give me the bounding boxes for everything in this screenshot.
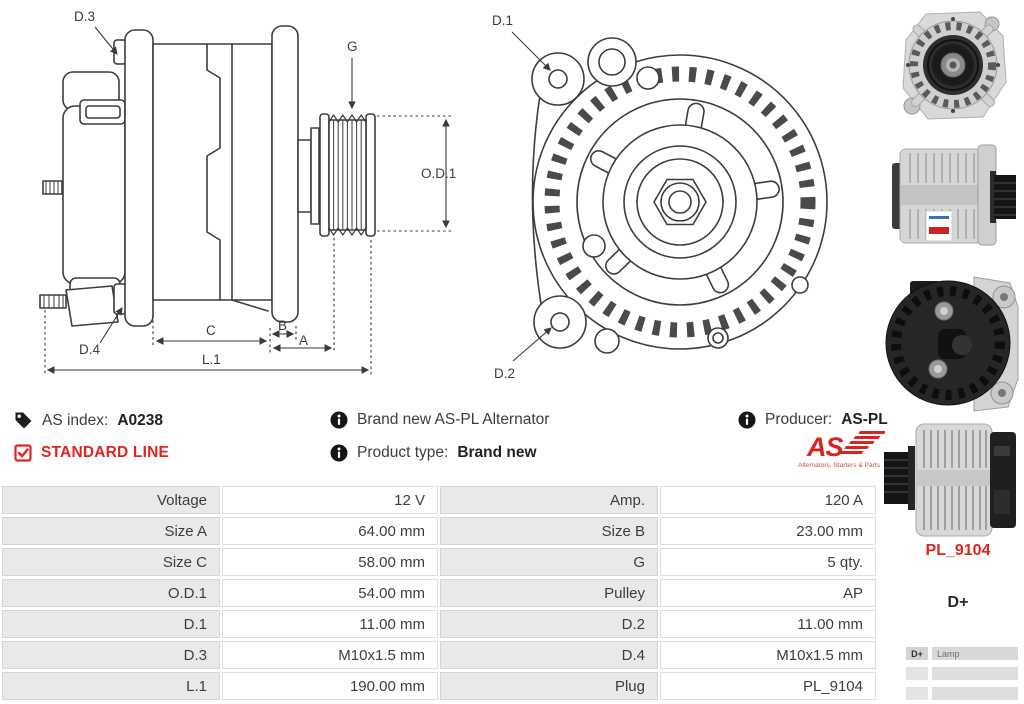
spec-table-wrap: Voltage 12 V Amp. 120 A Size A 64.00 mm … bbox=[0, 483, 878, 703]
spec-value-cell: 5 qty. bbox=[660, 548, 876, 576]
dim-label-d2: D.2 bbox=[494, 366, 515, 381]
side-view-drawing bbox=[39, 25, 376, 327]
standard-line-row: STANDARD LINE bbox=[14, 444, 169, 462]
terminal-function-cell bbox=[932, 687, 1018, 700]
product-type-label: Product type: bbox=[357, 444, 449, 461]
spec-value-cell: PL_9104 bbox=[660, 672, 876, 700]
as-index-row: AS index: A0238 bbox=[14, 411, 163, 430]
spec-row: Voltage 12 V Amp. 120 A bbox=[2, 486, 876, 514]
spec-label-cell: Amp. bbox=[440, 486, 658, 514]
terminal-table: D+ Lamp bbox=[906, 647, 1018, 704]
terminal-table-row bbox=[906, 667, 1018, 680]
front-view-labels: D.1 D.2 bbox=[492, 13, 515, 381]
spec-row: D.3 M10x1.5 mm D.4 M10x1.5 mm bbox=[2, 641, 876, 669]
description-text: Brand new AS-PL Alternator bbox=[357, 411, 550, 428]
front-view-drawing bbox=[531, 37, 828, 354]
as-index-value: A0238 bbox=[117, 411, 164, 429]
spec-value-cell: 11.00 mm bbox=[660, 610, 876, 638]
spec-label-cell: Size B bbox=[440, 517, 658, 545]
dim-label-d3: D.3 bbox=[74, 9, 95, 24]
spec-label-cell: Size C bbox=[2, 548, 220, 576]
spec-value-cell: 190.00 mm bbox=[222, 672, 438, 700]
spec-label-cell: L.1 bbox=[2, 672, 220, 700]
spec-value-cell: 12 V bbox=[222, 486, 438, 514]
terminal-text: D+ bbox=[947, 594, 969, 611]
spec-label-cell: D.2 bbox=[440, 610, 658, 638]
spec-value-cell: M10x1.5 mm bbox=[222, 641, 438, 669]
as-pl-logo: AS Alternators, Starters & Parts bbox=[798, 431, 885, 469]
logo-text: AS bbox=[806, 432, 843, 462]
spec-label-cell: Voltage bbox=[2, 486, 220, 514]
product-photo-rear[interactable] bbox=[882, 267, 1024, 417]
spec-value-cell: 58.00 mm bbox=[222, 548, 438, 576]
spec-label-cell: G bbox=[440, 548, 658, 576]
product-type-value: Brand new bbox=[457, 444, 537, 461]
terminal-table-row: D+ Lamp bbox=[906, 647, 1018, 660]
dim-label-l1: L.1 bbox=[202, 352, 221, 367]
terminal-function-cell bbox=[932, 667, 1018, 680]
spec-row: O.D.1 54.00 mm Pulley AP bbox=[2, 579, 876, 607]
spec-value-cell: 120 A bbox=[660, 486, 876, 514]
tag-icon bbox=[15, 412, 32, 429]
spec-value-cell: 11.00 mm bbox=[222, 610, 438, 638]
product-photo-side-left[interactable] bbox=[882, 412, 1024, 545]
producer-value: AS-PL bbox=[841, 411, 888, 428]
spec-label-cell: Size A bbox=[2, 517, 220, 545]
dim-label-d4: D.4 bbox=[79, 342, 101, 357]
product-photo-side-right[interactable] bbox=[886, 133, 1022, 259]
terminal-table-row bbox=[906, 687, 1018, 700]
terminal-function-cell: Lamp bbox=[932, 647, 1018, 660]
spec-label-cell: Pulley bbox=[440, 579, 658, 607]
dim-label-g: G bbox=[347, 39, 358, 54]
front-view-dimensions bbox=[511, 31, 552, 362]
dim-label-a: A bbox=[299, 333, 308, 348]
standard-line-badge: STANDARD LINE bbox=[41, 444, 170, 461]
spec-row: D.1 11.00 mm D.2 11.00 mm bbox=[2, 610, 876, 638]
checkbox-checked-icon bbox=[14, 444, 32, 462]
spec-value-cell: 23.00 mm bbox=[660, 517, 876, 545]
spec-value-cell: 54.00 mm bbox=[222, 579, 438, 607]
info-icon bbox=[330, 444, 348, 462]
product-photo-front[interactable] bbox=[888, 2, 1018, 132]
dim-label-od1: O.D.1 bbox=[421, 166, 456, 181]
spec-value-cell: AP bbox=[660, 579, 876, 607]
logo-tagline: Alternators, Starters & Parts bbox=[798, 462, 881, 469]
dim-label-d1: D.1 bbox=[492, 13, 513, 28]
spec-label-cell: D.3 bbox=[2, 641, 220, 669]
terminal-pin-cell bbox=[906, 687, 928, 700]
spec-row: Size C 58.00 mm G 5 qty. bbox=[2, 548, 876, 576]
spec-label-cell: D.1 bbox=[2, 610, 220, 638]
spec-row: L.1 190.00 mm Plug PL_9104 bbox=[2, 672, 876, 700]
plug-code-text: PL_9104 bbox=[925, 542, 991, 559]
spec-label-cell: Plug bbox=[440, 672, 658, 700]
info-icon bbox=[738, 411, 756, 429]
producer-label: Producer: bbox=[765, 411, 833, 428]
info-icon bbox=[330, 411, 348, 429]
terminal-pin-cell bbox=[906, 667, 928, 680]
spec-label-cell: D.4 bbox=[440, 641, 658, 669]
side-view-dimensions bbox=[44, 26, 452, 376]
dim-label-c: C bbox=[206, 323, 216, 338]
spec-table: Voltage 12 V Amp. 120 A Size A 64.00 mm … bbox=[0, 483, 878, 703]
technical-drawing: D.3 G O.D.1 D.4 C B A L.1 bbox=[39, 9, 828, 381]
dim-label-b: B bbox=[278, 318, 287, 333]
product-type-row: Product type: Brand new bbox=[330, 444, 537, 462]
spec-row: Size A 64.00 mm Size B 23.00 mm bbox=[2, 517, 876, 545]
terminal-pin-cell: D+ bbox=[906, 647, 928, 660]
description-row: Brand new AS-PL Alternator bbox=[330, 411, 549, 429]
spec-value-cell: M10x1.5 mm bbox=[660, 641, 876, 669]
producer-row: Producer: AS-PL bbox=[738, 411, 888, 429]
as-index-label: AS index: bbox=[42, 411, 109, 429]
side-view-labels: D.3 G O.D.1 D.4 C B A L.1 bbox=[74, 9, 456, 367]
spec-value-cell: 64.00 mm bbox=[222, 517, 438, 545]
spec-label-cell: O.D.1 bbox=[2, 579, 220, 607]
